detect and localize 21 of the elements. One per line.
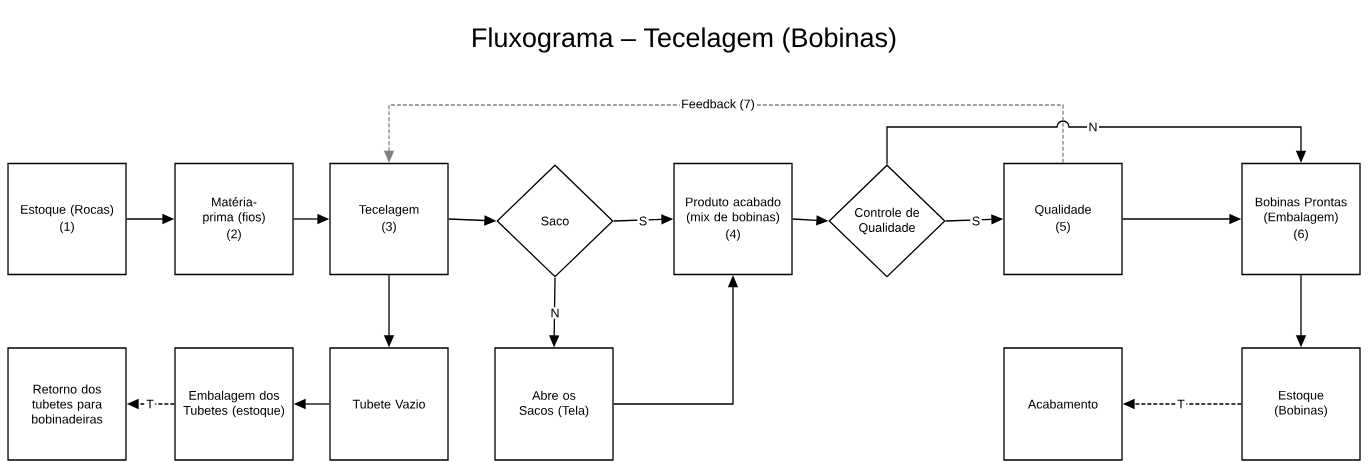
process-box: Retorno dos tubetes para bobinadeiras: [7, 347, 127, 461]
process-box: Embalagem dos Tubetes (estoque): [174, 347, 294, 461]
process-box: Produto acabado (mix de bobinas) (4): [673, 162, 793, 276]
process-box: Tecelagem (3): [329, 162, 449, 276]
edge-label: S: [970, 215, 982, 227]
process-box: Abre os Sacos (Tela): [494, 347, 614, 461]
edge-label: T: [1175, 398, 1187, 410]
process-box: Matéria-prima (fios) (2): [174, 162, 294, 276]
edge-label: N: [1087, 121, 1099, 133]
process-box: Estoque (Bobinas): [1241, 347, 1361, 461]
edge-label: Feedback (7): [679, 97, 757, 113]
process-box: Acabamento: [1003, 347, 1123, 461]
arrow: [886, 120, 1307, 165]
edge-label: T: [144, 398, 156, 410]
edge-label: S: [637, 215, 649, 227]
process-box: Tubete Vazio: [329, 347, 449, 461]
edge-label: N: [549, 307, 562, 319]
process-box: Estoque (Rocas) (1): [7, 162, 127, 276]
process-box: Bobinas Prontas (Embalagem) (6): [1241, 162, 1361, 276]
process-box: Qualidade (5): [1003, 162, 1123, 276]
title: Fluxograma – Tecelagem (Bobinas): [473, 27, 896, 53]
